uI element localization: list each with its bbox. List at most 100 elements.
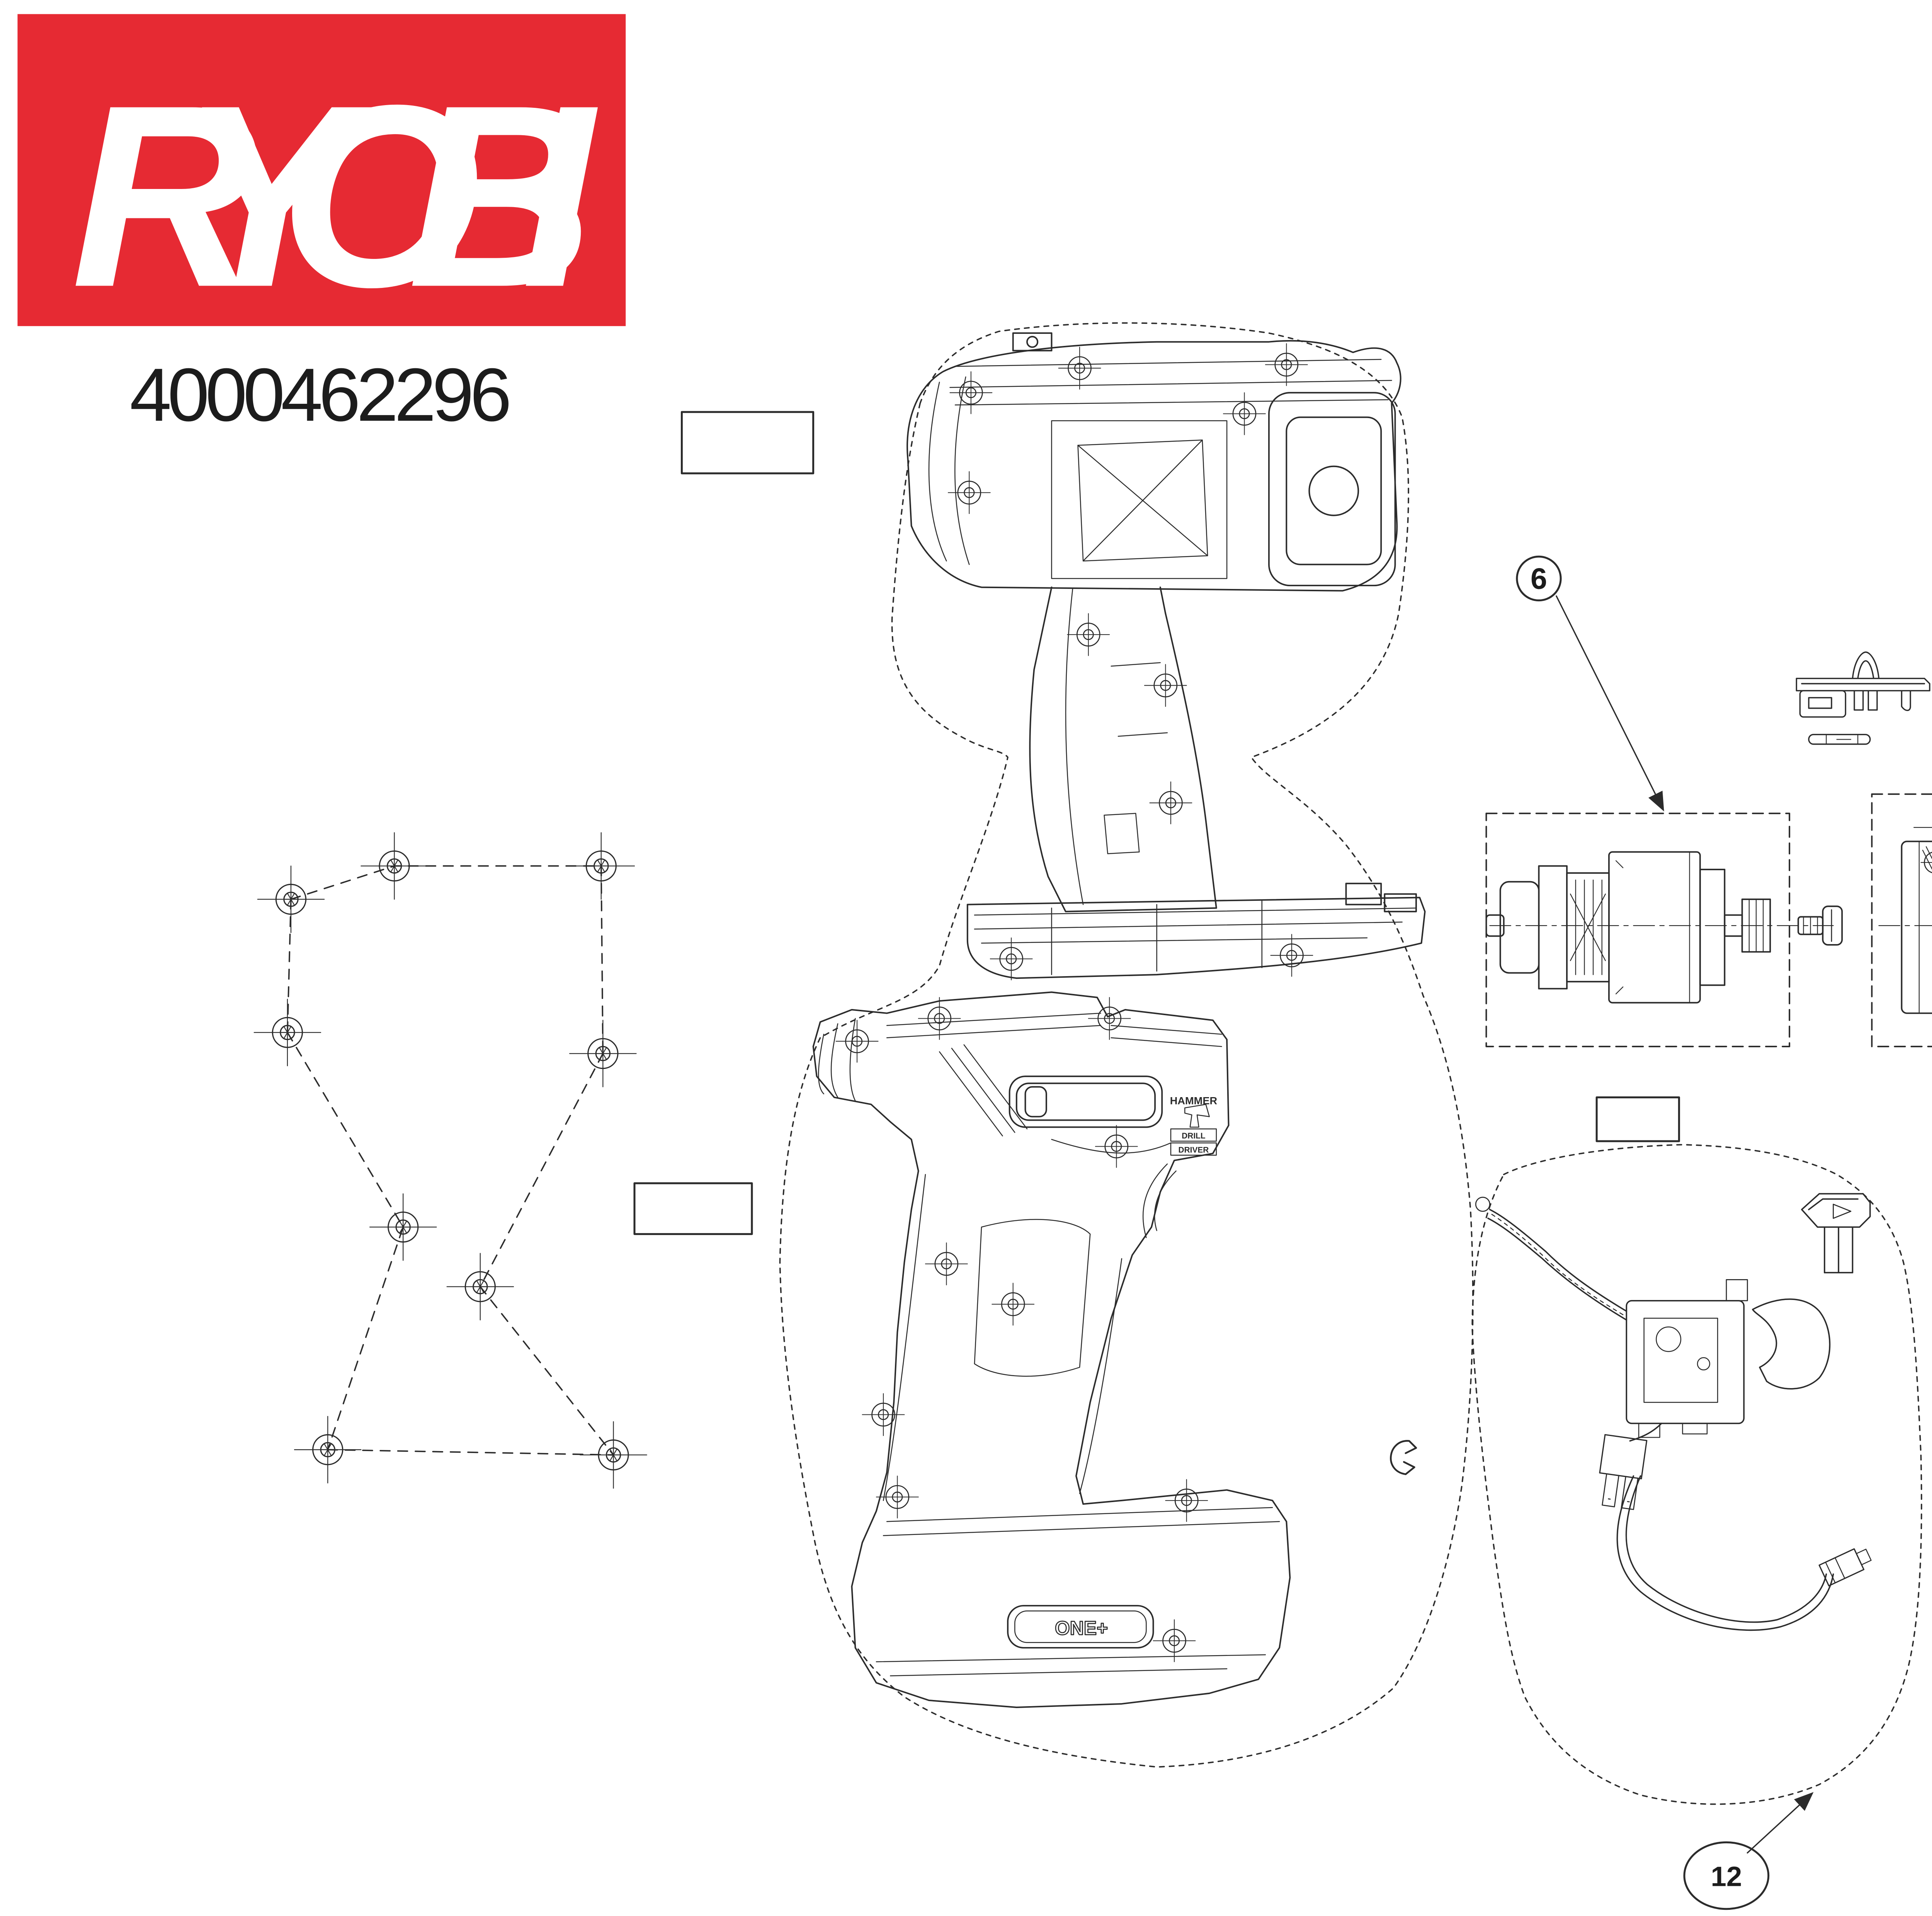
motor-assembly — [1485, 812, 1843, 1047]
wire-end-curl — [1475, 1196, 1490, 1212]
screw-boss-icon — [1066, 613, 1111, 657]
motor-pocket — [1268, 392, 1396, 587]
screw-boss-icon — [991, 1282, 1035, 1326]
torx-screw-icon — [257, 865, 325, 934]
torx-screw-icon — [369, 1193, 437, 1261]
screw-map-screws — [253, 832, 648, 1489]
motor-boundary-box — [1485, 812, 1791, 1047]
one-plus-badge-inner — [1014, 1610, 1147, 1643]
brand-logo-background — [17, 14, 626, 326]
one-plus-text: ONE+ — [1055, 1617, 1108, 1639]
callout-6[interactable]: 6 — [1516, 555, 1562, 602]
screw-boss-icon — [861, 1393, 905, 1436]
gearbox-assembly: 2 4 6 8 10 12 — [1871, 793, 1932, 1047]
upper-housing-outline — [906, 340, 1426, 979]
housing-vent-slot — [1024, 1086, 1047, 1118]
trigger — [1752, 1298, 1831, 1390]
housing-boundary-dotted-outline — [779, 322, 1474, 1768]
one-plus-badge-outline — [1007, 1605, 1154, 1649]
torx-screw-icon — [253, 998, 321, 1067]
housing-top-tab — [1012, 332, 1053, 352]
housing-vent-window-inner — [1015, 1082, 1156, 1121]
gearbox-rear-details — [1913, 827, 1932, 1014]
housing-top-tab-hole — [1026, 336, 1039, 348]
motor-rear-ring — [1699, 869, 1726, 986]
one-plus-badge: ONE+ — [1007, 1605, 1154, 1649]
motor-pinion-gear — [1741, 898, 1771, 953]
upper-housing-half-drawing — [906, 332, 1426, 981]
reference-box-middle — [1595, 1096, 1680, 1142]
motor-fan-slats — [1570, 880, 1606, 975]
screw-map-dashed-lines — [287, 865, 614, 1456]
motor-flange — [1538, 865, 1568, 990]
screw-boss-icon — [949, 371, 993, 415]
screw-boss-icon — [1270, 933, 1314, 977]
screw-boss-icon — [1152, 1619, 1196, 1663]
screw-boss-icon — [1087, 997, 1131, 1040]
screw-boss-icon — [1094, 1125, 1138, 1168]
selector-detent-pin — [1808, 733, 1871, 745]
driver-label-box — [1170, 1142, 1217, 1156]
upper-housing-screw-bosses — [947, 343, 1314, 981]
screw-boss-icon — [1165, 1479, 1209, 1523]
callout-12-number: 12 — [1711, 1861, 1742, 1892]
screw-boss-icon — [876, 1475, 919, 1519]
motor-body-lines — [1615, 851, 1690, 1003]
lower-housing-outline — [812, 991, 1291, 1708]
callout-12[interactable]: 12 — [1683, 1841, 1770, 1910]
drill-label-text: DRILL — [1182, 1132, 1206, 1140]
housing-vent-window — [1009, 1075, 1163, 1128]
torx-screw-icon — [569, 1019, 637, 1088]
belt-clip-triangle-icon — [1833, 1203, 1852, 1219]
wire-connector-lower — [1599, 1434, 1648, 1510]
reference-box-left — [633, 1182, 753, 1235]
switch-assembly — [1471, 1144, 1922, 1805]
motor-screw — [1797, 905, 1843, 946]
battery-rail-step — [1384, 893, 1417, 912]
brand-logo-text: RYOBI — [71, 51, 598, 341]
gearbox-boundary-box — [1871, 793, 1932, 1047]
screw-boss-icon — [925, 1242, 968, 1286]
motor-end-cap — [1499, 881, 1540, 974]
selector-slide-part — [1796, 651, 1930, 718]
driver-label-text: DRIVER — [1179, 1145, 1209, 1154]
screw-boss-icon — [1143, 664, 1187, 708]
screw-boss-icon — [1149, 781, 1193, 825]
callout-leader-lines — [1556, 595, 1814, 1854]
drill-label-box — [1170, 1128, 1217, 1142]
hammer-drill-driver-label: HAMMER DRILL DRIVER — [1170, 1095, 1218, 1156]
lower-housing-detail-lines — [818, 1012, 1280, 1676]
leader-line-12 — [1747, 1792, 1814, 1854]
upper-housing-detail-lines — [928, 359, 1417, 975]
gearbox-screw-boss — [1920, 852, 1932, 873]
motor-body — [1608, 851, 1701, 1004]
screw-boss-icon — [1058, 346, 1102, 390]
motor-pocket-bore — [1308, 465, 1359, 516]
wire-connector-plug — [1818, 1548, 1872, 1587]
gearbox-rear-block — [1901, 841, 1932, 1014]
hammer-label-text: HAMMER — [1170, 1095, 1218, 1107]
part-number: 4000462296 — [130, 353, 512, 437]
brand-logo: RYOBI — [17, 14, 626, 341]
trigger-switch-body — [1626, 1279, 1748, 1438]
hammer-icon — [1184, 1104, 1210, 1128]
spring-clip-part — [1390, 1440, 1417, 1475]
reference-box-top — [680, 411, 815, 475]
callout-6-number: 6 — [1531, 562, 1547, 596]
motor-shaft-stub — [1485, 914, 1505, 937]
torx-screw-icon — [294, 1416, 362, 1484]
motor-pocket-inner — [1286, 416, 1382, 565]
leader-line-6 — [1556, 595, 1664, 812]
screw-location-map — [253, 832, 648, 1489]
torx-screw-icon — [567, 832, 635, 900]
lower-housing-half-drawing: HAMMER DRILL DRIVER ONE+ — [812, 991, 1291, 1708]
belt-clip-part — [1801, 1193, 1871, 1274]
torx-screw-icon — [446, 1252, 514, 1321]
lower-housing-screw-bosses — [835, 997, 1209, 1663]
switch-wire-harness — [1475, 1196, 1834, 1631]
torx-screw-icon — [579, 1421, 648, 1489]
battery-rail-step — [1345, 883, 1382, 905]
screw-boss-icon — [1223, 392, 1266, 436]
